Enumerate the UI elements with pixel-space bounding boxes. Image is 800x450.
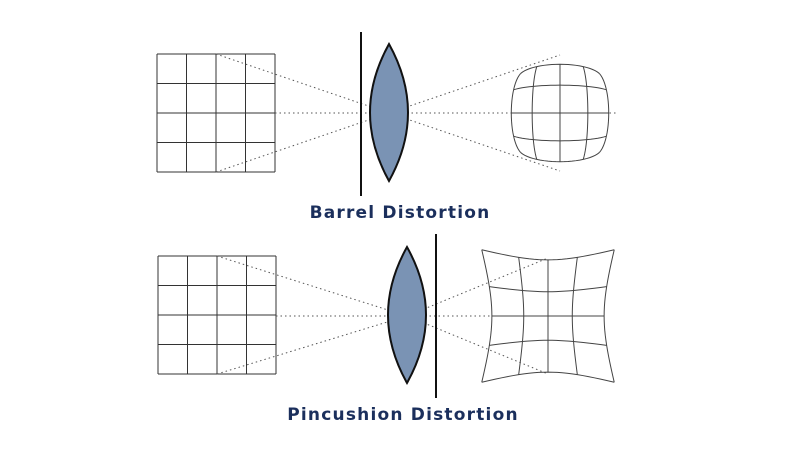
pincushion-image-grid-hline	[481, 249, 615, 261]
pincushion-image-grid-vline	[571, 257, 578, 375]
barrel-image-grid-vline	[599, 73, 610, 153]
pincushion-image-grid	[481, 249, 615, 383]
pincushion-image-grid-hline	[481, 371, 615, 383]
pincushion-ray	[406, 315, 549, 375]
barrel-image-grid-vline	[582, 66, 589, 160]
pincushion-image-grid-vline	[603, 249, 615, 383]
barrel-image-grid-vline	[531, 66, 538, 160]
pincushion-ray	[216, 255, 408, 317]
barrel-lens	[369, 41, 409, 184]
pincushion-lens	[387, 244, 427, 386]
pincushion-diagram: Pincushion Distortion	[157, 234, 615, 425]
barrel-ray	[215, 53, 390, 114]
barrel-ray	[215, 112, 390, 173]
barrel-ray	[388, 112, 561, 172]
pincushion-caption: Pincushion Distortion	[287, 405, 519, 425]
pincushion-ray	[406, 257, 549, 317]
barrel-image-grid-vline	[510, 73, 521, 153]
pincushion-image-grid-vline	[481, 249, 493, 383]
pincushion-source-grid	[157, 255, 277, 375]
barrel-caption: Barrel Distortion	[310, 203, 491, 223]
pincushion-ray	[216, 315, 408, 375]
pincushion-image-grid-vline	[518, 257, 525, 375]
barrel-source-grid	[156, 53, 276, 173]
barrel-ray	[388, 54, 561, 114]
barrel-diagram: Barrel Distortion	[156, 32, 618, 223]
barrel-image-grid	[510, 63, 610, 163]
